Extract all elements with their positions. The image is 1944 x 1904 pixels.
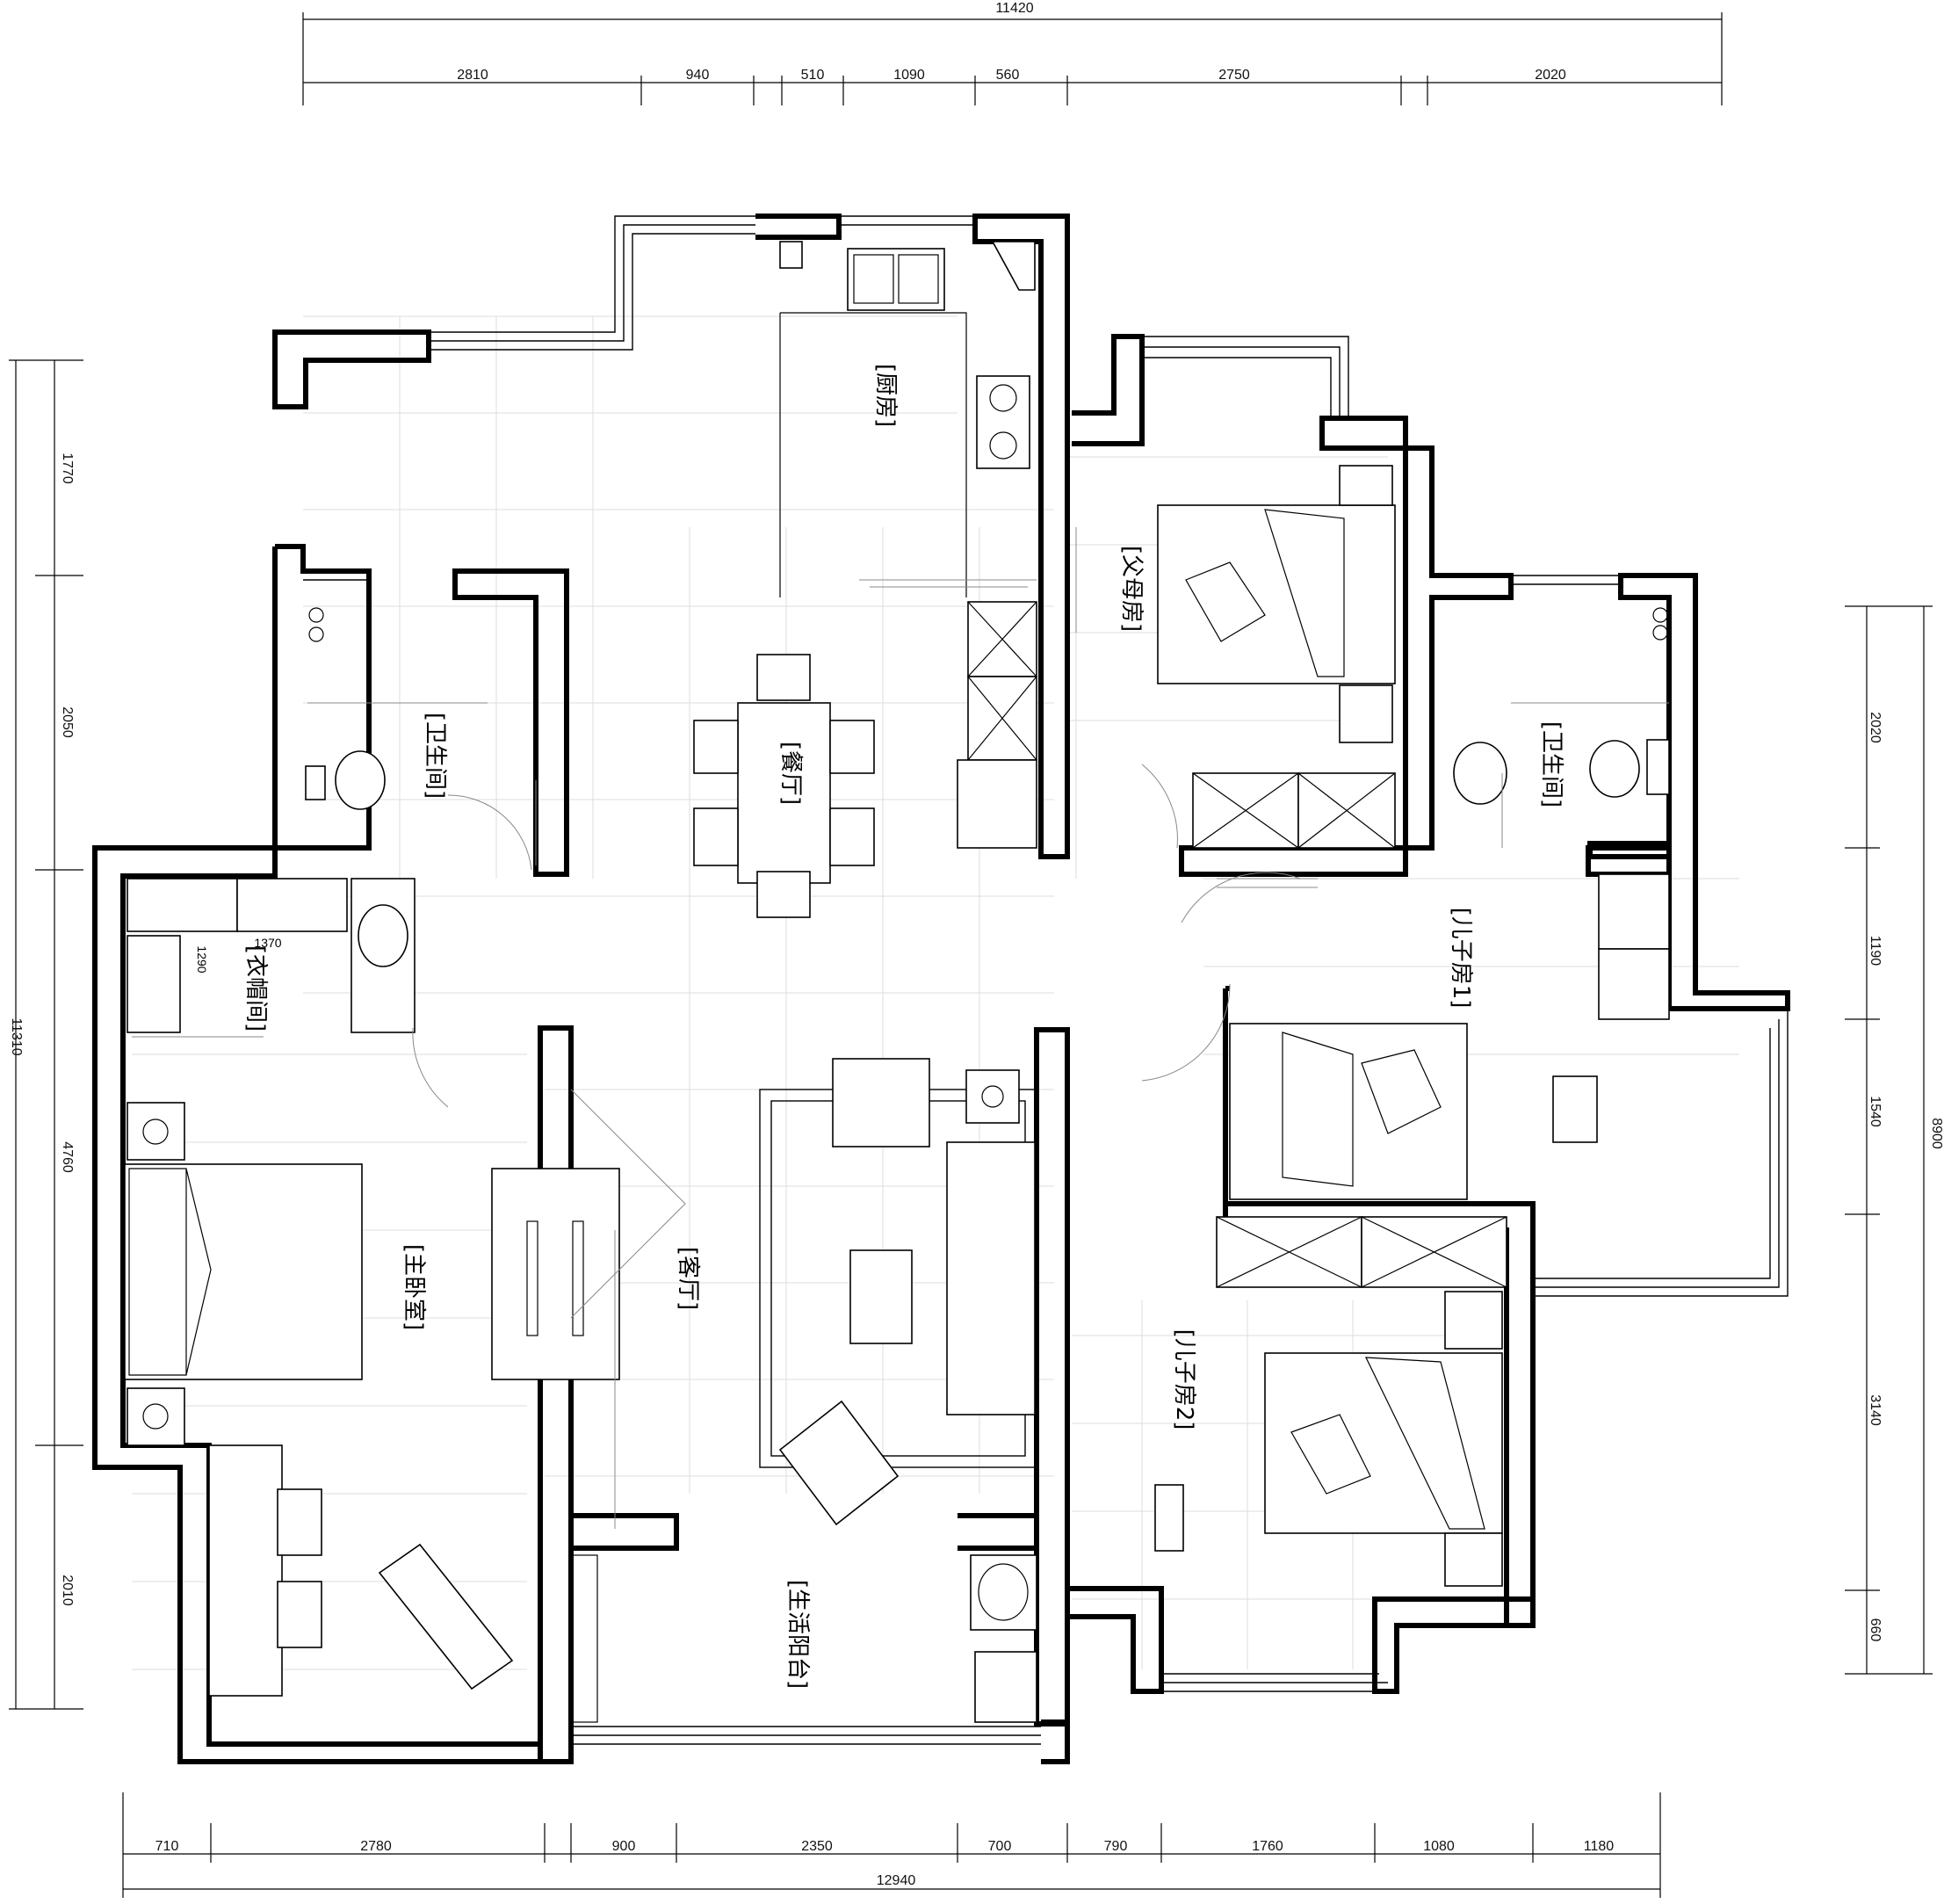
dim-top-2: 510: [801, 68, 825, 83]
dim-bottom-6: 1760: [1252, 1839, 1283, 1854]
label-bath-right: [卫生间]: [1538, 721, 1565, 807]
living-room-furniture: [570, 1058, 1037, 1529]
son-room-1-furniture: [1141, 872, 1670, 1200]
dim-top-1: 940: [686, 68, 710, 83]
bath-right-fixtures: [1453, 607, 1670, 848]
label-dining: [餐厅]: [777, 742, 804, 805]
window-lines: [303, 215, 1789, 1745]
dim-bottom-1: 2780: [360, 1839, 392, 1854]
dim-right-1: 1190: [1868, 936, 1883, 966]
dim-top: 11420 2810 940 510 1090 560 2750 2020: [302, 1, 1723, 105]
dining-set: [693, 654, 875, 918]
dim-top-6: 2020: [1535, 68, 1566, 83]
balcony-fixtures: [572, 1554, 1037, 1723]
dim-top-total: 11420: [995, 1, 1033, 16]
dim-right-2: 1540: [1868, 1096, 1883, 1127]
kitchen-fixtures: [779, 241, 1037, 597]
label-master: [主卧室]: [401, 1244, 427, 1330]
storage-cabinets: [957, 601, 1037, 849]
dim-left-3: 2010: [60, 1575, 75, 1606]
dim-right: 8900 2020 1190 1540 3140 660: [1845, 605, 1944, 1675]
dim-right-0: 2020: [1868, 712, 1883, 743]
dim-left: 11310 1770 2050 4760 2010: [9, 359, 83, 1710]
dim-bottom-8: 1180: [1584, 1839, 1615, 1854]
walls: [92, 214, 1790, 1764]
dim-bottom-5: 790: [1104, 1839, 1128, 1854]
dim-right-4: 660: [1868, 1618, 1883, 1642]
label-living: [客厅]: [675, 1247, 701, 1310]
parents-bedroom-furniture: [1075, 465, 1396, 888]
label-parents: [父母房]: [1118, 546, 1145, 632]
son-room-2-furniture: [1154, 1216, 1507, 1587]
dim-bottom-2: 900: [612, 1839, 636, 1854]
dim-bottom: 12940 710 2780 900 2350 700 790 1760 108…: [122, 1792, 1661, 1898]
label-balcony: [生活阳台]: [784, 1580, 811, 1689]
dim-left-1: 2050: [60, 706, 75, 738]
dim-top-4: 560: [996, 68, 1020, 83]
dim-bottom-7: 1080: [1423, 1839, 1455, 1854]
dim-top-0: 2810: [457, 68, 488, 83]
label-son1: [儿子房1]: [1448, 908, 1474, 1009]
dim-top-3: 1090: [893, 68, 925, 83]
dim-bottom-total: 12940: [877, 1873, 916, 1888]
bath-left-fixtures: [305, 607, 537, 871]
label-bath-left: [卫生间]: [422, 713, 448, 799]
dim-bottom-4: 700: [988, 1839, 1012, 1854]
dim-bottom-3: 2350: [801, 1839, 833, 1854]
dim-top-5: 2750: [1218, 68, 1250, 83]
dim-bottom-0: 710: [155, 1839, 179, 1854]
room-labels: [厨房] [餐厅] [卫生间] [卫生间] [父母房] [儿子房1] [儿子房2…: [195, 364, 1565, 1689]
dim-right-total: 8900: [1929, 1118, 1944, 1149]
closet-width: 1370: [254, 936, 281, 950]
closet-depth: 1290: [195, 945, 209, 973]
dim-left-0: 1770: [60, 452, 75, 484]
master-bedroom-furniture: [124, 878, 620, 1697]
label-son2: [儿子房2]: [1171, 1329, 1197, 1430]
dim-right-3: 3140: [1868, 1394, 1883, 1426]
dim-left-total: 11310: [9, 1017, 24, 1055]
label-kitchen: [厨房]: [872, 364, 899, 427]
label-closet: [衣帽间]: [242, 945, 269, 1032]
dim-left-2: 4760: [60, 1141, 75, 1173]
